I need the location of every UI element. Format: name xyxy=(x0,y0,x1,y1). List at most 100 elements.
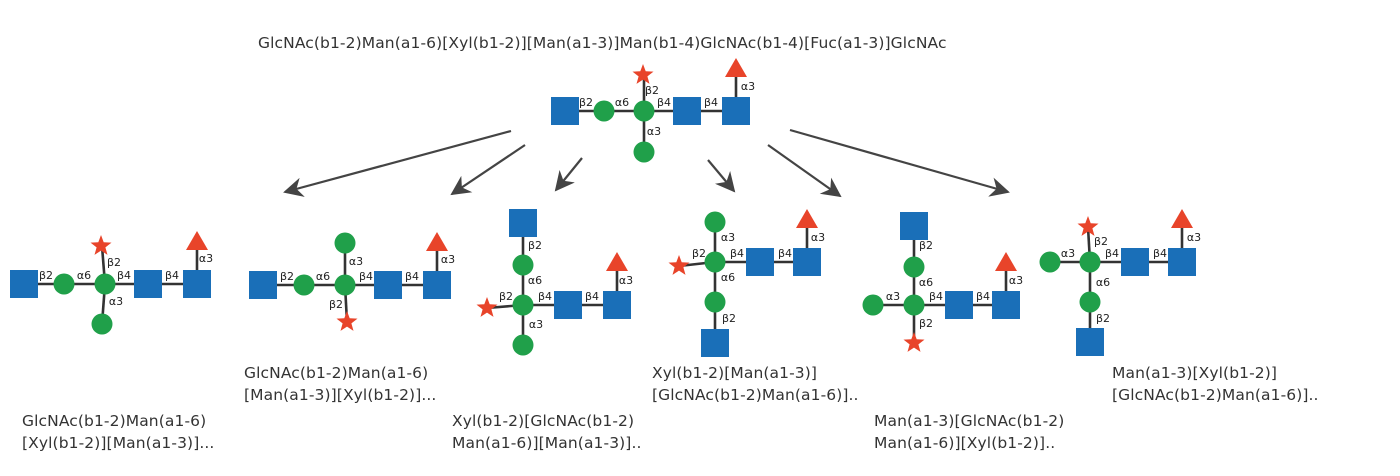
linkage-label: α6 xyxy=(615,96,629,109)
xylose-star-icon xyxy=(1077,216,1099,236)
linkage-label: α3 xyxy=(721,231,735,244)
arrows-layer xyxy=(283,128,1010,198)
mannose-circle-icon xyxy=(862,294,884,316)
mannose-circle-icon xyxy=(334,274,356,296)
glcnac-square-icon xyxy=(1121,248,1149,276)
linkage-label: β2 xyxy=(645,84,659,97)
linkage-label: α3 xyxy=(441,253,455,266)
fragment-2-caption-line-1: GlcNAc(b1-2)Man(a1-6) xyxy=(244,364,429,382)
mannose-circle-icon xyxy=(91,313,113,335)
linkage-label: α6 xyxy=(1096,276,1110,289)
linkage-label: β2 xyxy=(329,298,343,311)
linkage-label: α3 xyxy=(619,274,633,287)
linkage-label: β2 xyxy=(579,96,593,109)
linkage-label: β4 xyxy=(1153,247,1167,260)
mannose-circle-icon xyxy=(704,291,726,313)
mannose-circle-icon xyxy=(1039,251,1061,273)
mannose-circle-icon xyxy=(633,141,655,163)
glcnac-square-icon xyxy=(374,271,402,299)
mannose-circle-icon xyxy=(704,211,726,233)
fucose-triangle-icon xyxy=(995,252,1017,271)
glcnac-square-icon xyxy=(134,270,162,298)
linkage-label: β2 xyxy=(1096,312,1110,325)
mannose-circle-icon xyxy=(53,273,75,295)
linkage-label: α3 xyxy=(1187,231,1201,244)
linkage-label: α3 xyxy=(647,125,661,138)
mannose-circle-icon xyxy=(334,232,356,254)
glcnac-square-icon xyxy=(793,248,821,276)
linkage-label: β2 xyxy=(107,256,121,269)
linkage-label: α6 xyxy=(77,269,91,282)
fragment-5-caption-line-1: Man(a1-3)[GlcNAc(b1-2) xyxy=(874,412,1065,430)
linkage-label: β4 xyxy=(730,247,744,260)
fragment-1-caption-line-1: GlcNAc(b1-2)Man(a1-6) xyxy=(22,412,207,430)
fragment-4-caption-line-2: [GlcNAc(b1-2)Man(a1-6)].. xyxy=(652,386,859,404)
fragment-arrow-1 xyxy=(283,129,512,197)
fragment-arrow-2 xyxy=(450,144,526,196)
fragment-3-caption: Xyl(b1-2)[GlcNAc(b1-2) Man(a1-6)][Man(a1… xyxy=(452,410,642,454)
xylose-star-icon xyxy=(90,235,112,255)
linkage-label: β4 xyxy=(929,290,943,303)
glcnac-square-icon xyxy=(509,209,537,237)
linkage-label: α3 xyxy=(529,318,543,331)
mannose-circle-icon xyxy=(94,273,116,295)
fragment-6-caption: Man(a1-3)[Xyl(b1-2)] [GlcNAc(b1-2)Man(a1… xyxy=(1112,362,1319,406)
mannose-circle-icon xyxy=(1079,251,1101,273)
mannose-circle-icon xyxy=(704,251,726,273)
mannose-circle-icon xyxy=(633,100,655,122)
linkage-label: α3 xyxy=(1061,247,1075,260)
glcnac-square-icon xyxy=(603,291,631,319)
linkage-label: β4 xyxy=(117,269,131,282)
glcnac-square-icon xyxy=(10,270,38,298)
glcnac-square-icon xyxy=(249,271,277,299)
glcnac-square-icon xyxy=(701,329,729,357)
linkage-label: α6 xyxy=(919,276,933,289)
glcnac-square-icon xyxy=(722,97,750,125)
xylose-star-icon xyxy=(476,297,498,317)
fragment-5-caption-line-2: Man(a1-6)][Xyl(b1-2)].. xyxy=(874,434,1056,452)
xylose-star-icon xyxy=(668,255,690,275)
glcnac-square-icon xyxy=(992,291,1020,319)
fragment-3-caption-line-2: Man(a1-6)][Man(a1-3)].. xyxy=(452,434,642,452)
fragment-6-caption-line-2: [GlcNAc(b1-2)Man(a1-6)].. xyxy=(1112,386,1319,404)
linkage-label: α6 xyxy=(721,271,735,284)
linkage-label: β2 xyxy=(919,317,933,330)
fragment-4-caption: Xyl(b1-2)[Man(a1-3)] [GlcNAc(b1-2)Man(a1… xyxy=(652,362,859,406)
fragment-5-caption: Man(a1-3)[GlcNAc(b1-2) Man(a1-6)][Xyl(b1… xyxy=(874,410,1064,454)
fucose-triangle-icon xyxy=(186,231,208,250)
glcnac-square-icon xyxy=(945,291,973,319)
fragment-2-caption: GlcNAc(b1-2)Man(a1-6) [Man(a1-3)][Xyl(b1… xyxy=(244,362,436,406)
glcnac-square-icon xyxy=(673,97,701,125)
mannose-circle-icon xyxy=(593,100,615,122)
fragment-3-caption-line-1: Xyl(b1-2)[GlcNAc(b1-2) xyxy=(452,412,635,430)
fragment-arrow-5 xyxy=(767,144,842,198)
linkage-label: α3 xyxy=(1009,274,1023,287)
linkage-label: β4 xyxy=(585,290,599,303)
xylose-star-icon xyxy=(632,64,654,84)
linkage-label: β2 xyxy=(528,239,542,252)
glcnac-square-icon xyxy=(183,270,211,298)
fucose-triangle-icon xyxy=(1171,209,1193,228)
linkage-label: β4 xyxy=(538,290,552,303)
linkage-label: β2 xyxy=(692,247,706,260)
glcnac-square-icon xyxy=(554,291,582,319)
fucose-triangle-icon xyxy=(606,252,628,271)
linkage-label: β4 xyxy=(778,247,792,260)
fucose-triangle-icon xyxy=(426,232,448,251)
mannose-circle-icon xyxy=(293,274,315,296)
linkage-label: β2 xyxy=(919,239,933,252)
xylose-star-icon xyxy=(336,311,358,331)
fragment-1-caption-line-2: [Xyl(b1-2)][Man(a1-3)]... xyxy=(22,434,215,452)
linkage-label: β4 xyxy=(704,96,718,109)
mannose-circle-icon xyxy=(1079,291,1101,313)
linkage-label: α6 xyxy=(528,274,542,287)
linkage-label: α3 xyxy=(811,231,825,244)
